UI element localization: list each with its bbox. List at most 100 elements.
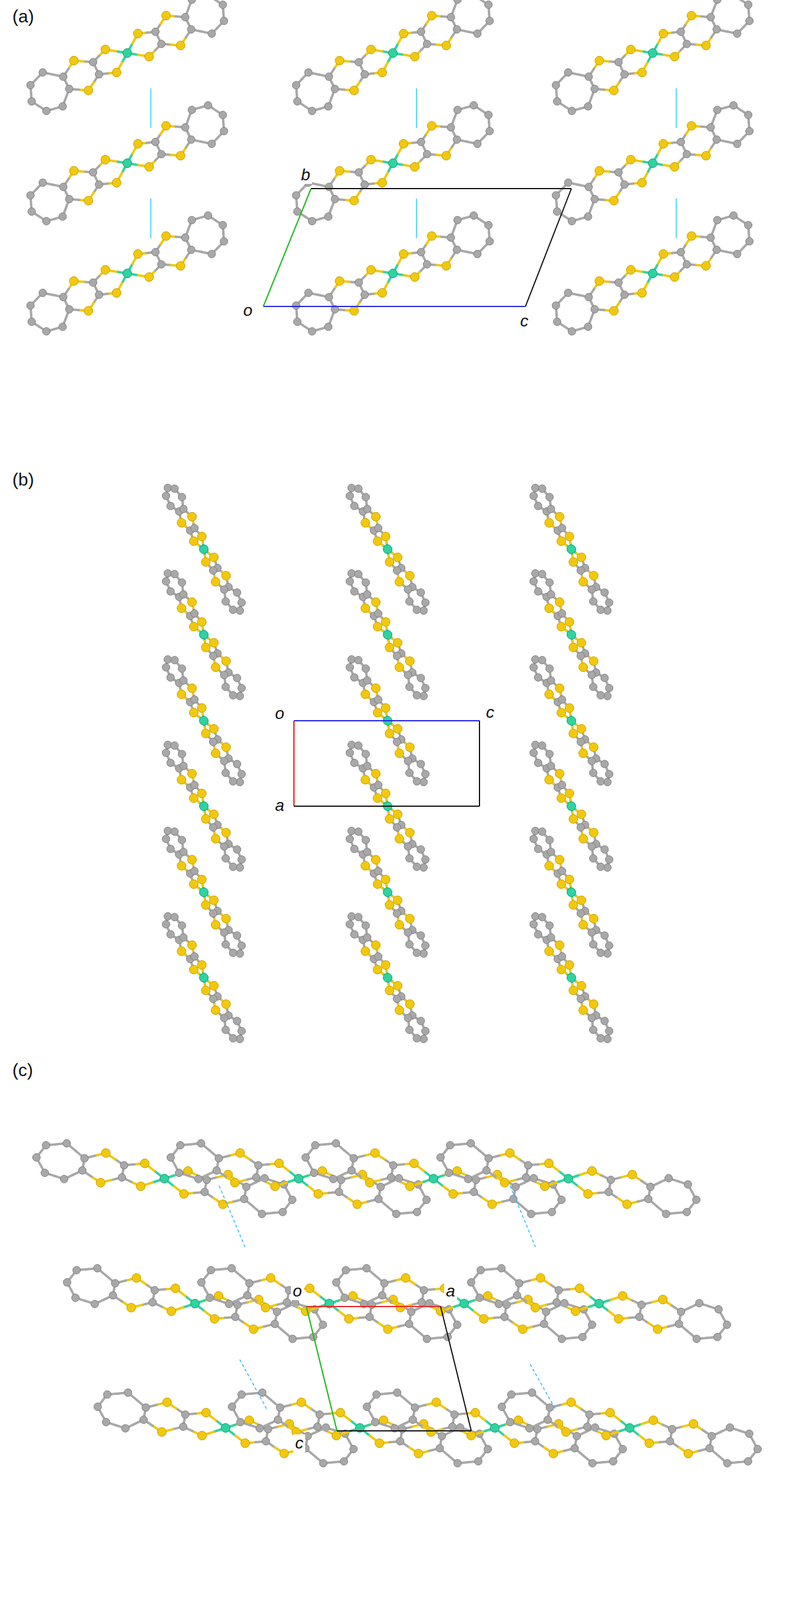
nickel-atom <box>199 973 209 982</box>
sulfur-atom <box>393 895 403 905</box>
carbon-atom <box>229 605 237 614</box>
carbon-atom <box>229 690 237 699</box>
carbon-atom <box>392 822 401 831</box>
carbon-atom <box>417 673 425 682</box>
sulfur-atom <box>161 11 171 21</box>
carbon-atom <box>220 670 228 679</box>
sulfur-atom <box>399 139 409 148</box>
sulfur-atom <box>189 793 198 803</box>
ni-complex-molecule <box>551 101 754 226</box>
sulfur-atom <box>670 272 680 282</box>
carbon-atom <box>361 290 369 299</box>
carbon-atom <box>161 577 170 585</box>
sulfur-atom <box>371 683 381 693</box>
carbon-atom <box>417 1016 425 1025</box>
carbon-atom <box>229 776 237 785</box>
carbon-atom <box>166 844 175 853</box>
carbon-atom <box>27 317 36 326</box>
carbon-atom <box>713 106 722 114</box>
carbon-atom <box>219 221 227 230</box>
carbon-atom <box>190 867 199 875</box>
sulfur-atom <box>176 151 185 161</box>
carbon-atom <box>614 168 623 177</box>
sulfur-atom <box>427 231 436 241</box>
sulfur-atom <box>133 249 143 259</box>
carbon-atom <box>27 207 36 216</box>
sulfur-atom <box>405 570 415 580</box>
carbon-atom <box>452 25 461 33</box>
carbon-atom <box>209 651 217 660</box>
carbon-atom <box>417 931 425 939</box>
carbon-atom <box>166 930 175 938</box>
carbon-atom <box>345 577 354 585</box>
sulfur-atom <box>381 960 390 970</box>
sulfur-atom <box>393 809 403 819</box>
sulfur-atom <box>372 536 382 546</box>
carbon-atom <box>712 25 721 33</box>
carbon-atom <box>733 140 742 148</box>
carbon-atom <box>363 590 372 598</box>
carbon-atom <box>484 111 493 119</box>
sulfur-atom <box>335 276 345 286</box>
carbon-atom <box>95 290 104 299</box>
carbon-atom <box>347 483 356 492</box>
carbon-atom <box>166 587 175 595</box>
ni-complex-molecule <box>345 483 429 614</box>
carbon-atom <box>38 288 47 297</box>
nickel-atom <box>199 716 209 726</box>
carbon-atom <box>292 191 300 200</box>
carbon-atom <box>204 211 213 220</box>
carbon-atom <box>614 58 623 66</box>
carbon-atom <box>564 68 572 76</box>
carbon-atom <box>745 17 754 25</box>
carbon-atom <box>151 137 160 146</box>
carbon-atom <box>89 278 98 287</box>
carbon-atom <box>485 127 494 135</box>
carbon-atom <box>65 305 74 313</box>
sulfur-atom <box>381 788 390 798</box>
sulfur-atom <box>399 249 409 259</box>
sulfur-atom <box>626 154 636 164</box>
carbon-atom <box>166 501 175 510</box>
sulfur-atom <box>659 139 668 148</box>
sulfur-atom <box>427 121 436 131</box>
carbon-atom <box>744 111 753 119</box>
sulfur-atom <box>594 166 604 175</box>
sulfur-atom <box>84 306 94 316</box>
carbon-atom <box>170 484 179 493</box>
sulfur-atom <box>381 617 390 627</box>
carbon-atom <box>420 778 428 786</box>
carbon-atom <box>412 776 421 785</box>
carbon-atom <box>404 842 412 851</box>
carbon-atom <box>361 180 369 189</box>
sulfur-atom <box>209 895 219 905</box>
sulfur-atom <box>189 964 198 974</box>
carbon-atom <box>733 250 742 259</box>
sulfur-atom <box>405 656 415 666</box>
carbon-atom <box>447 123 455 132</box>
carbon-atom <box>181 13 190 22</box>
carbon-atom <box>350 930 359 938</box>
sulfur-atom <box>701 41 711 51</box>
sulfur-atom <box>686 231 696 241</box>
carbon-atom <box>590 305 599 313</box>
carbon-atom <box>417 247 425 256</box>
carbon-atom <box>392 737 401 746</box>
carbon-atom <box>421 941 430 949</box>
nickel-atom <box>383 630 393 640</box>
sulfur-atom <box>381 703 390 713</box>
sulfur-atom <box>177 518 187 528</box>
nickel-atom <box>388 159 398 168</box>
carbon-atom <box>26 301 35 310</box>
ni-complex-molecule <box>161 911 246 1043</box>
sulfur-atom <box>609 306 619 316</box>
carbon-atom <box>576 566 585 574</box>
carbon-atom <box>682 150 691 158</box>
carbon-atom <box>220 928 228 937</box>
carbon-atom <box>236 949 244 958</box>
sulfur-atom <box>609 196 619 205</box>
sulfur-atom <box>210 1005 220 1015</box>
carbon-atom <box>177 664 186 673</box>
carbon-atom <box>161 834 170 843</box>
carbon-atom <box>584 212 593 221</box>
